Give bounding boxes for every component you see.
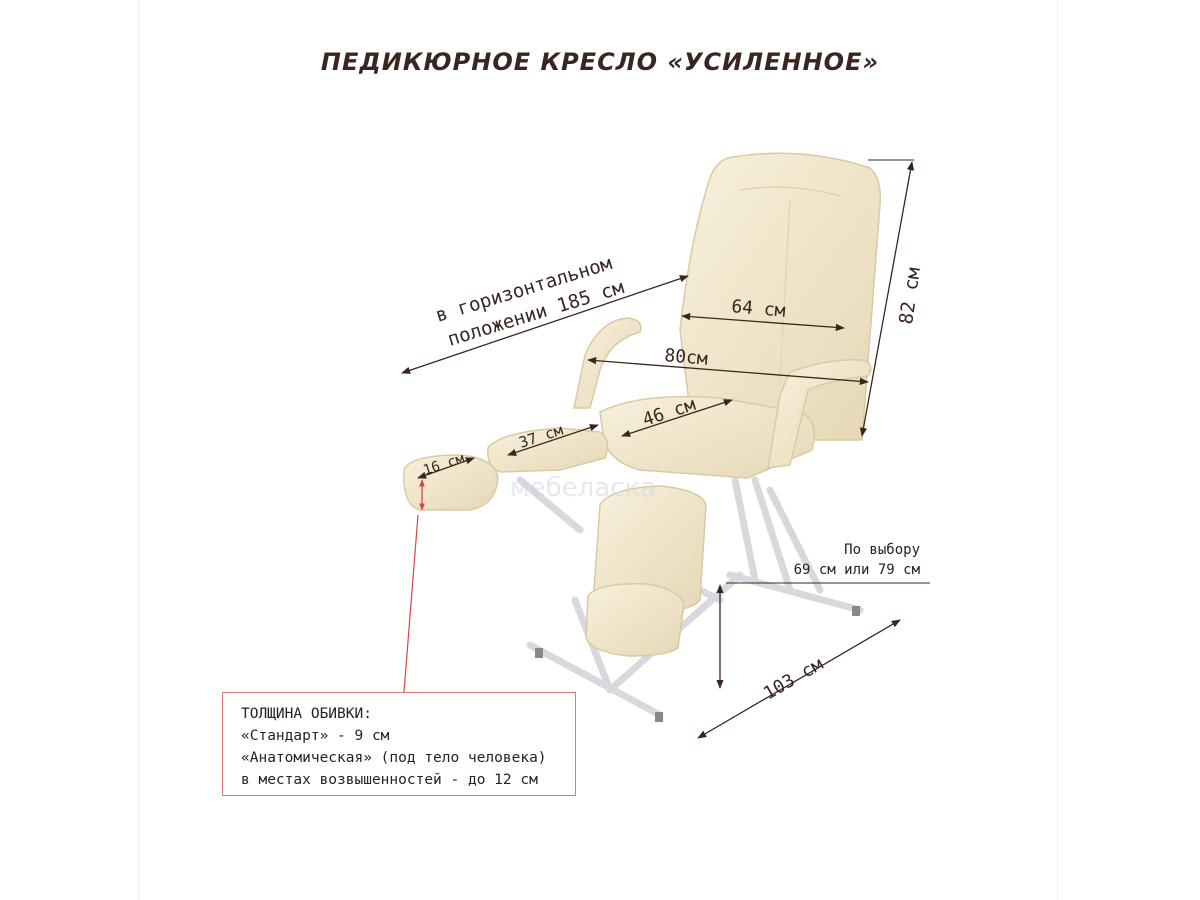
frame-right — [1057, 0, 1058, 900]
upholstery-note: ТОЛЩИНА ОБИВКИ: «Стандарт» - 9 см «Анато… — [222, 692, 576, 796]
dim-label-height: 82 см — [895, 266, 925, 326]
height-option-line2: 69 см или 79 см — [793, 562, 920, 578]
note-heading: ТОЛЩИНА ОБИВКИ: — [241, 706, 372, 722]
dim-label-backrest: 64 см — [731, 296, 787, 322]
upholstery-pointer — [403, 479, 425, 693]
chair-feet — [535, 606, 860, 722]
dim-label-overall-width: 80см — [664, 345, 709, 370]
chair-frame — [516, 476, 864, 719]
note-line-3: в местах возвышенностей - до 12 см — [241, 772, 538, 788]
dim-line-length — [697, 619, 901, 739]
watermark: мебеласка — [510, 473, 656, 503]
dim-line-overall-width — [587, 357, 869, 385]
note-line-2: «Анатомическая» (под тело человека) — [241, 750, 547, 766]
dim-line-footrest — [417, 457, 475, 479]
height-option-line1: По выбору — [844, 542, 920, 558]
frame-left — [138, 0, 139, 900]
dim-line-leg-section — [507, 424, 599, 456]
dim-line-seat-depth — [621, 399, 733, 437]
dim-line-horizontal — [401, 275, 689, 374]
dim-label-length: 103 см — [760, 654, 827, 705]
page-title: ПЕДИКЮРНОЕ КРЕСЛО «УСИЛЕННОЕ» — [320, 48, 880, 76]
chair-calf-lower — [585, 583, 685, 657]
height-option-label: По выбору 69 см или 79 см — [760, 540, 920, 580]
dimension-lines — [401, 159, 930, 739]
note-line-1: «Стандарт» - 9 см — [241, 728, 390, 744]
dim-line-backrest — [681, 312, 845, 332]
dim-line-height — [859, 161, 915, 437]
